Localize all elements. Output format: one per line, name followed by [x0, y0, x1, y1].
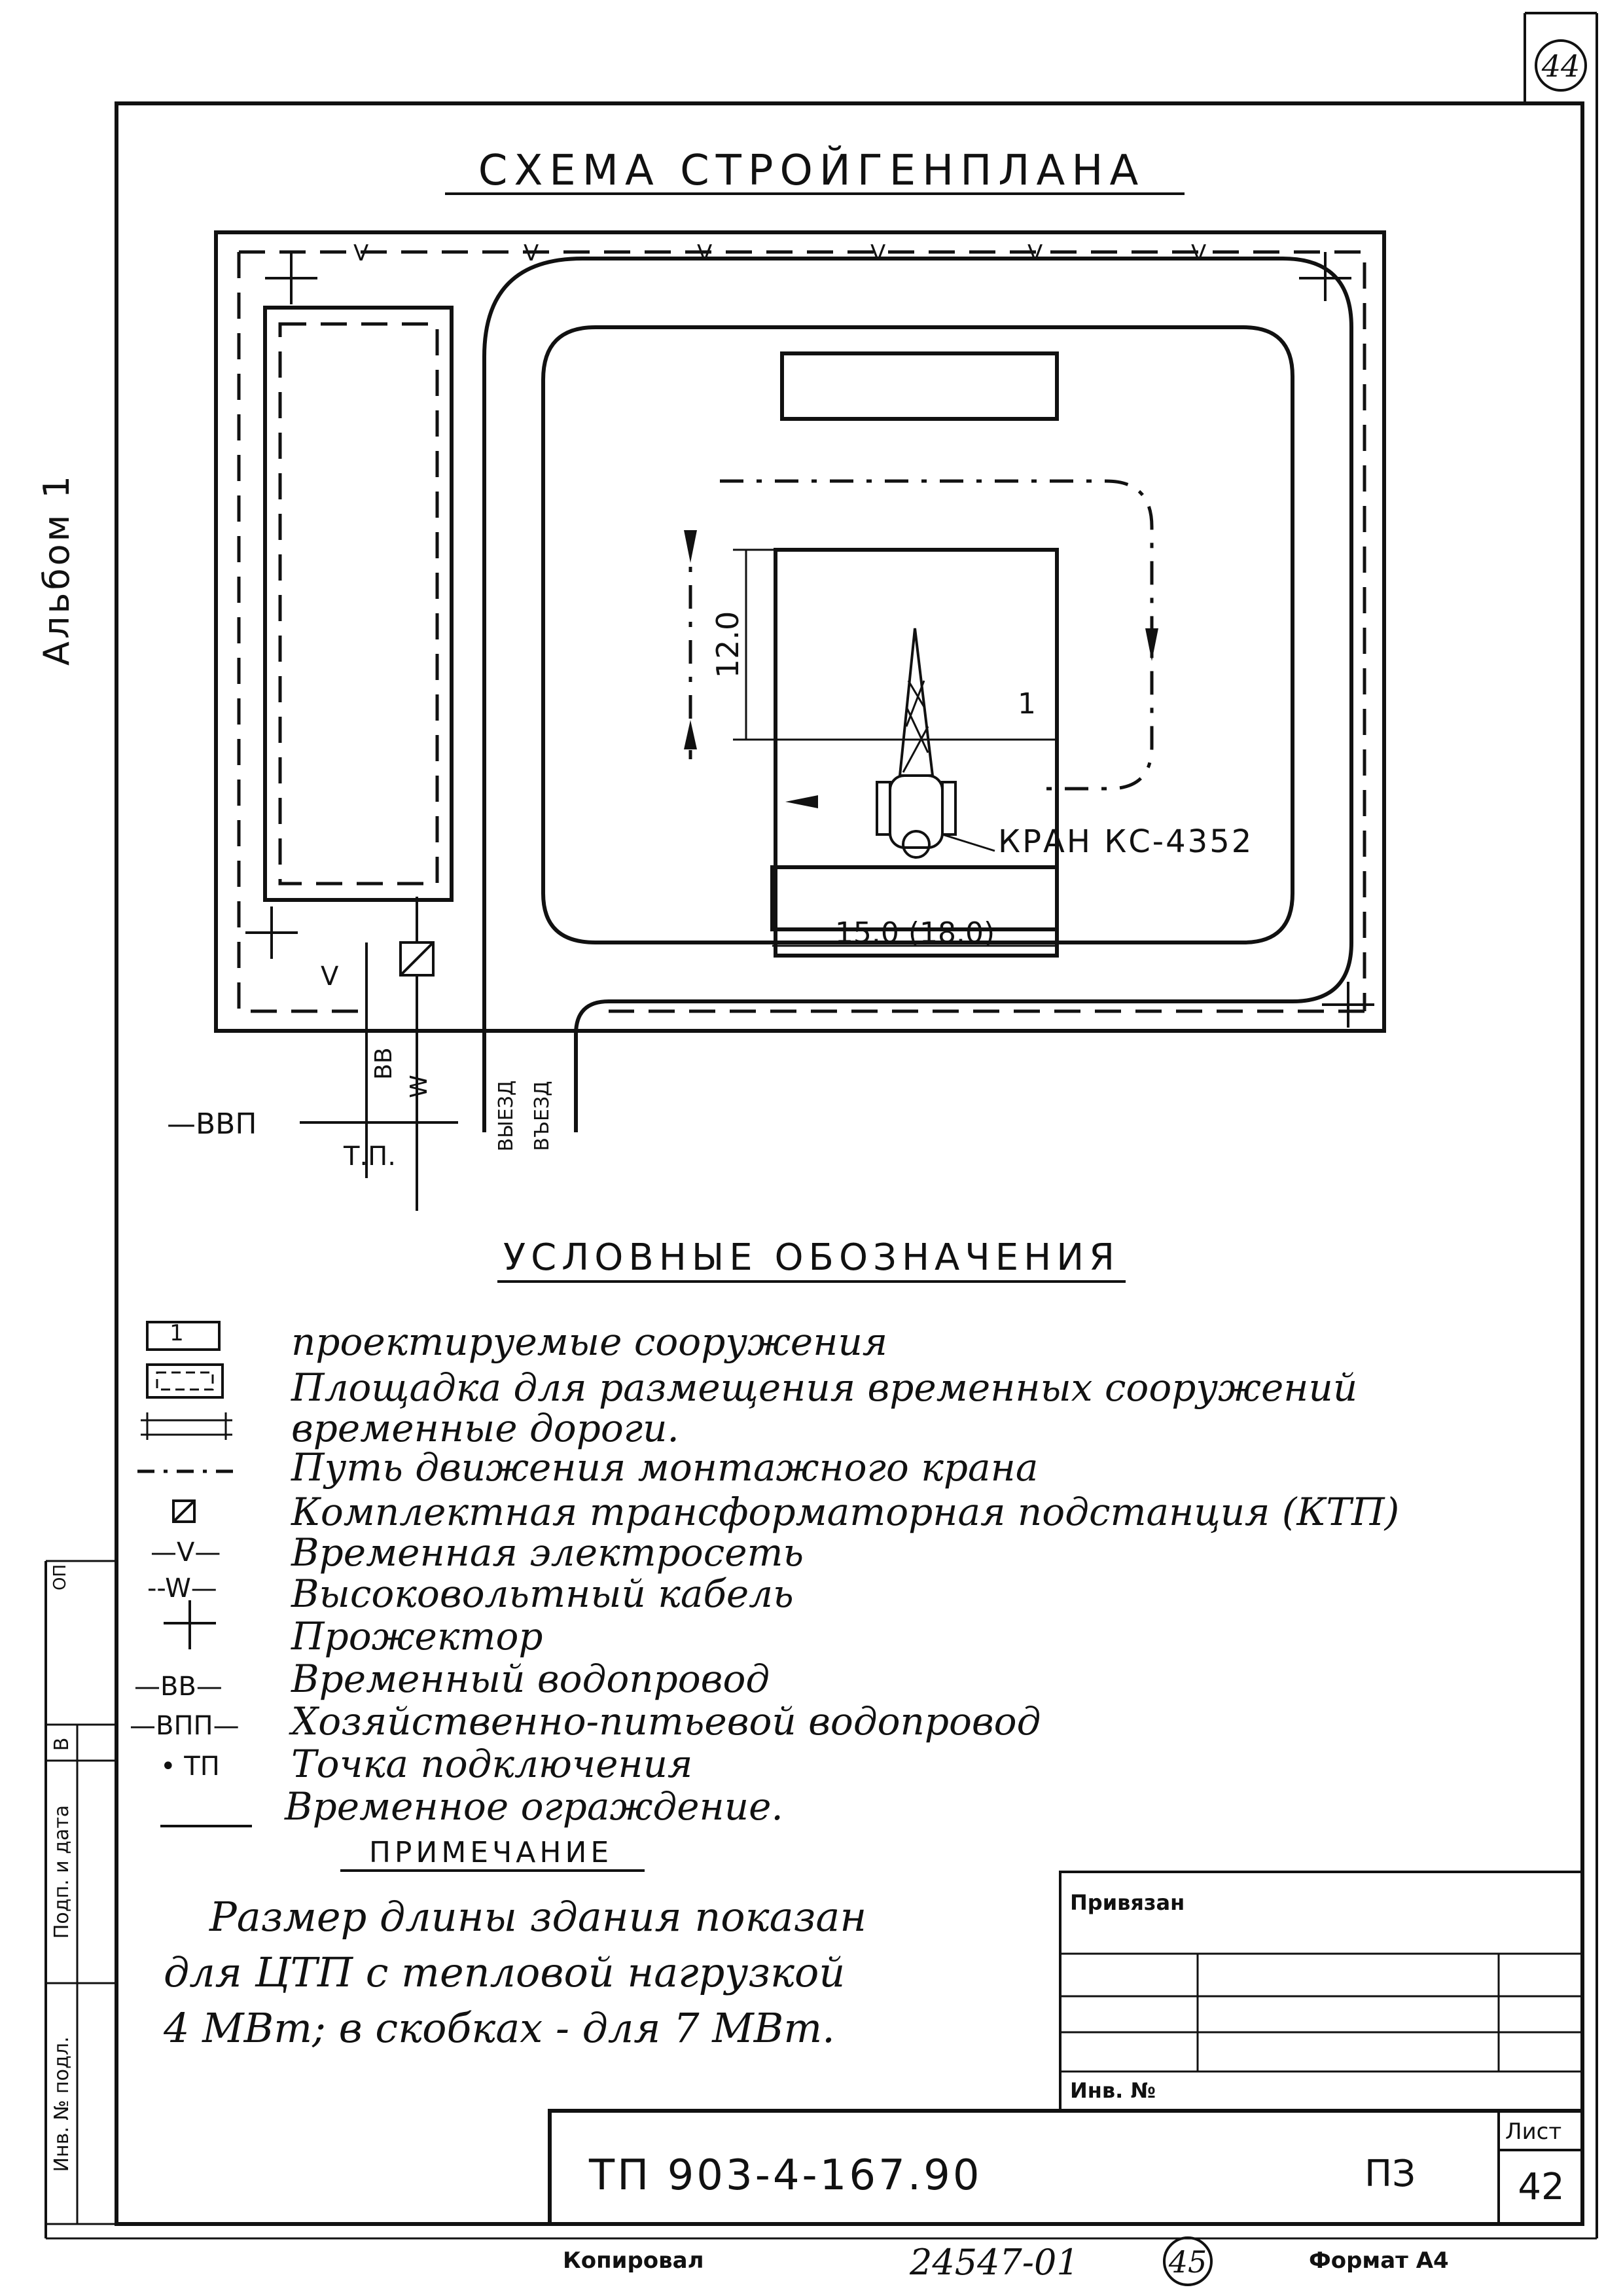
note-line: Размер длины здания показан [209, 1893, 866, 1941]
sheet-label: Лист [1505, 2119, 1561, 2145]
legend-item: Точка подключения [291, 1742, 692, 1786]
footer-copied: Копировал [563, 2248, 704, 2274]
exit-label: ВЫЕЗД [495, 1081, 518, 1152]
legend-symbol-building [146, 1321, 221, 1351]
floodlight-icon [245, 906, 298, 959]
legend-item: Хозяйственно-питьевой водопровод [289, 1699, 1041, 1744]
crane-leader [942, 833, 995, 852]
sheet-corner-number: 44 [1541, 48, 1580, 84]
floodlight-icon [1322, 982, 1374, 1028]
legend-symbol-ktp [172, 1499, 196, 1523]
legend-item: Комплектная трансформаторная подстанция … [291, 1490, 1399, 1534]
legend-item: временные дороги. [291, 1406, 679, 1450]
margin-sign-label: Подп. и дата [50, 1805, 73, 1939]
footer-number: 24547-01 [909, 2242, 1079, 2283]
legend-symbol-label: —V— [151, 1537, 221, 1568]
fence-mark: V [524, 240, 539, 266]
legend-item: Путь движения монтажного крана [291, 1445, 1038, 1490]
legend-item: Временное ограждение. [284, 1784, 783, 1829]
footer-circle [1163, 2236, 1213, 2286]
legend-texts: проектируемые сооружения Площадка для ра… [284, 1319, 1399, 1829]
temporary-fence-line [239, 250, 1366, 1011]
legend-item: Прожектор [291, 1614, 543, 1659]
entry-label: ВЪЕЗД [531, 1081, 554, 1151]
site-plan: V V V V V V 12.0 1 [167, 230, 1386, 1211]
footer-format: Формат А4 [1309, 2248, 1449, 2274]
crane-arrow-icon [684, 720, 697, 749]
page-title: СХЕМА СТРОЙГЕНПЛАНА [478, 145, 1145, 195]
note-line: для ЦТП с тепловой нагрузкой [164, 1948, 845, 1996]
legend-symbol-floodlight [164, 1600, 216, 1649]
dimension-width: 15.0 (18.0) [835, 916, 995, 950]
bb-label: BB [370, 1047, 397, 1079]
temporary-structures-inner [278, 322, 439, 886]
side-album-label: Альбом 1 [36, 473, 77, 666]
fence-mark: V [353, 240, 368, 266]
legend-symbol-label: 1 [169, 1320, 184, 1346]
crane-icon [876, 628, 957, 859]
crane-arrow-icon [785, 795, 818, 808]
inv-label: Инв. № [1070, 2078, 1156, 2103]
left-margin-strip [45, 1560, 116, 2238]
margin-small-label: ОП [50, 1564, 70, 1590]
temporary-road-outer [482, 257, 1353, 1132]
v-mark: V [321, 961, 339, 992]
crane-arrow-icon [684, 530, 697, 563]
footer-circled-number: 45 [1168, 2244, 1207, 2280]
crane-path [720, 479, 1154, 791]
margin-inv-label: Инв. № подл. [50, 2037, 73, 2172]
sheet-number: 42 [1518, 2166, 1564, 2208]
title-block [548, 1871, 1584, 2226]
legend-item: Высоковольтный кабель [291, 1571, 794, 1616]
fence-mark: V [1027, 240, 1043, 266]
crane-arrow-icon [1145, 628, 1158, 661]
tied-label: Привязан [1070, 1890, 1185, 1915]
legend-symbol-label: —ВПП— [130, 1711, 240, 1741]
legend-symbol-label: --W— [147, 1573, 217, 1604]
legend-item: Временная электросеть [291, 1530, 804, 1575]
document-code: ТП 903-4-167.90 [588, 2151, 982, 2200]
dimension-height: 12.0 [710, 611, 745, 678]
hatched-structure-top [780, 351, 1059, 421]
legend-symbol-site [146, 1363, 224, 1399]
crane-label: КРАН КС-4352 [998, 823, 1253, 860]
temporary-road-inner [541, 325, 1294, 944]
vvp-label: —ВВП [167, 1107, 257, 1141]
fence-mark: V [870, 240, 885, 266]
fence-mark: V [1191, 240, 1206, 266]
w-label: W [406, 1075, 433, 1098]
note-heading: ПРИМЕЧАНИЕ [369, 1836, 613, 1869]
margin-vzam-label: В [50, 1738, 73, 1751]
legend-symbol-road [141, 1412, 232, 1440]
note-line: 4 МВт; в скобках - для 7 МВт. [163, 2004, 835, 2052]
floodlight-icon [1299, 252, 1351, 301]
corner-circle [1535, 39, 1587, 92]
floodlight-icon [265, 252, 317, 304]
temporary-structures-area [263, 306, 454, 902]
legend-symbols [137, 1321, 252, 1827]
legend-symbol-label: • ТП [160, 1751, 220, 1782]
designed-building [774, 548, 1059, 958]
legend-symbol-label: —BB— [134, 1672, 223, 1702]
legend-item: Площадка для размещения временных сооруж… [291, 1365, 1357, 1410]
legend-heading: УСЛОВНЫЕ ОБОЗНАЧЕНИЯ [503, 1236, 1120, 1279]
temporary-fence-line-left [237, 252, 366, 1013]
site-boundary [214, 230, 1386, 1033]
fence-mark: V [697, 240, 712, 266]
building-number: 1 [1018, 687, 1036, 721]
legend-item: проектируемые сооружения [291, 1319, 887, 1364]
tp-label: Т.П. [343, 1141, 396, 1172]
legend-item: Временный водопровод [291, 1657, 770, 1701]
section-code: ПЗ [1364, 2153, 1416, 2195]
